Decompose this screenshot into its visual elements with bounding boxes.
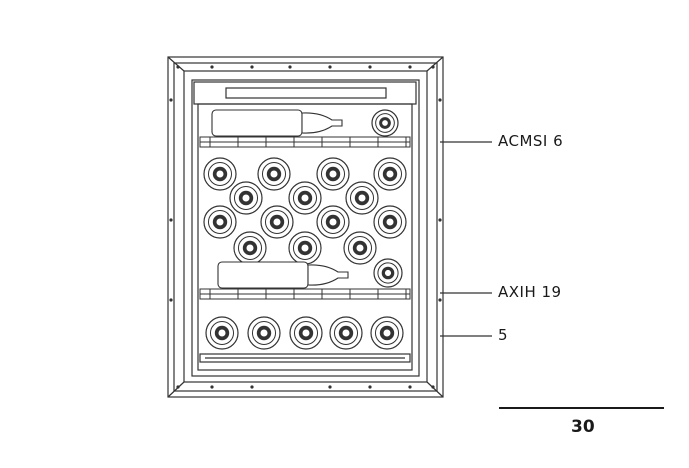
scale-bar	[499, 407, 664, 409]
screw	[438, 98, 442, 102]
callout-label-top: ACMSI 6	[498, 132, 564, 150]
screw	[176, 385, 180, 389]
callout-leaders	[440, 141, 492, 337]
cabinet-frame	[167, 56, 444, 398]
screw	[431, 65, 435, 69]
bottle-end-bottom	[205, 316, 239, 350]
shelf-top	[199, 136, 411, 148]
bottle-end	[373, 205, 407, 239]
bottle-end	[316, 205, 350, 239]
screw	[368, 65, 372, 69]
screw	[368, 385, 372, 389]
screw	[288, 65, 292, 69]
screw	[250, 65, 254, 69]
bottle-end-bottom	[247, 316, 281, 350]
screw	[210, 65, 214, 69]
bottle-end-bottom	[289, 316, 323, 350]
bottle-end	[345, 181, 379, 215]
screw	[438, 298, 442, 302]
screw	[438, 218, 442, 222]
bottle-end	[233, 231, 267, 265]
bottle-end	[203, 205, 237, 239]
bottle-end	[229, 181, 263, 215]
bottle-end-top	[371, 109, 399, 137]
bottle-side-top	[211, 109, 343, 137]
bottle-end	[373, 157, 407, 191]
callout-label-middle: AXIH 19	[498, 283, 562, 301]
screw	[250, 385, 254, 389]
bottle-end	[288, 181, 322, 215]
screw	[169, 218, 173, 222]
bottle-end	[288, 231, 322, 265]
screw	[408, 65, 412, 69]
bottle-end-middle	[373, 258, 403, 288]
screw	[176, 65, 180, 69]
screw	[210, 385, 214, 389]
bottle-side-middle	[217, 261, 349, 289]
callout-label-bottom: 5	[498, 326, 509, 344]
bottle-end	[203, 157, 237, 191]
screw	[431, 385, 435, 389]
scale-label: 30	[571, 417, 595, 437]
screw	[169, 298, 173, 302]
shelves	[199, 136, 411, 300]
bottle-end-bottom	[329, 316, 363, 350]
shelf-middle	[199, 288, 411, 300]
bottles	[203, 109, 407, 350]
screw	[328, 385, 332, 389]
bottle-end	[316, 157, 350, 191]
bottle-end	[343, 231, 377, 265]
screw	[169, 98, 173, 102]
screw	[408, 385, 412, 389]
frame-screws	[169, 65, 442, 389]
bottle-end	[260, 205, 294, 239]
bottle-end-bottom	[370, 316, 404, 350]
screw	[328, 65, 332, 69]
bottle-end	[257, 157, 291, 191]
